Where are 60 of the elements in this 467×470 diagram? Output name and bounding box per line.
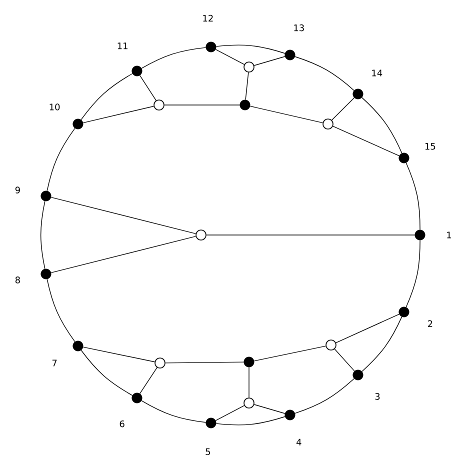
open-circle bbox=[322, 118, 334, 130]
line bbox=[248, 366, 250, 398]
arc-line bbox=[141, 400, 206, 423]
line bbox=[334, 348, 355, 372]
line bbox=[254, 346, 326, 362]
open-circle bbox=[154, 100, 164, 110]
line bbox=[331, 97, 355, 121]
line bbox=[250, 106, 324, 124]
arc-line bbox=[46, 128, 76, 192]
node-number: 7 bbox=[52, 360, 57, 366]
node-number: 1 bbox=[447, 232, 452, 238]
node-number: 12 bbox=[203, 14, 213, 22]
open-circle bbox=[326, 340, 336, 350]
line bbox=[332, 126, 400, 156]
arc-line bbox=[362, 316, 402, 372]
line bbox=[82, 106, 154, 124]
line bbox=[50, 236, 196, 274]
arc-line bbox=[294, 378, 354, 414]
line bbox=[164, 104, 240, 106]
arc-line bbox=[46, 278, 76, 342]
node-number: 6 bbox=[120, 420, 124, 428]
line bbox=[245, 72, 249, 100]
node-number: 15 bbox=[425, 143, 436, 150]
line bbox=[254, 404, 286, 414]
line bbox=[50, 196, 196, 234]
node-number: 3 bbox=[375, 393, 380, 400]
filled-dot bbox=[244, 356, 254, 368]
node-number: 14 bbox=[372, 70, 382, 76]
line bbox=[206, 234, 416, 236]
node-number: 10 bbox=[50, 104, 60, 110]
arc-line bbox=[294, 56, 354, 91]
arc-line bbox=[141, 47, 206, 69]
node-number: 11 bbox=[118, 42, 128, 50]
arc-line bbox=[80, 350, 133, 396]
node-number: 5 bbox=[206, 448, 210, 456]
arc-line bbox=[80, 73, 133, 120]
node-number: 8 bbox=[15, 276, 20, 284]
filled-dot bbox=[240, 100, 250, 110]
open-circle bbox=[244, 62, 254, 72]
node-number: 2 bbox=[428, 320, 432, 327]
line bbox=[140, 367, 158, 394]
arc-line bbox=[40, 200, 46, 270]
line bbox=[165, 362, 244, 364]
node-number: 4 bbox=[296, 438, 302, 446]
arc-line bbox=[216, 44, 286, 54]
arc-line bbox=[216, 416, 286, 426]
arc-line bbox=[406, 240, 420, 308]
arc-line bbox=[362, 97, 402, 154]
line bbox=[215, 49, 245, 65]
node-number: 13 bbox=[294, 24, 304, 32]
line bbox=[140, 75, 156, 101]
line bbox=[254, 56, 286, 66]
open-circle bbox=[244, 398, 254, 408]
node-number: 9 bbox=[15, 186, 20, 194]
line bbox=[215, 405, 245, 421]
arc-line bbox=[406, 162, 420, 230]
open-circle bbox=[154, 358, 166, 368]
line bbox=[336, 314, 400, 344]
open-circle bbox=[196, 230, 206, 240]
line bbox=[82, 346, 156, 362]
